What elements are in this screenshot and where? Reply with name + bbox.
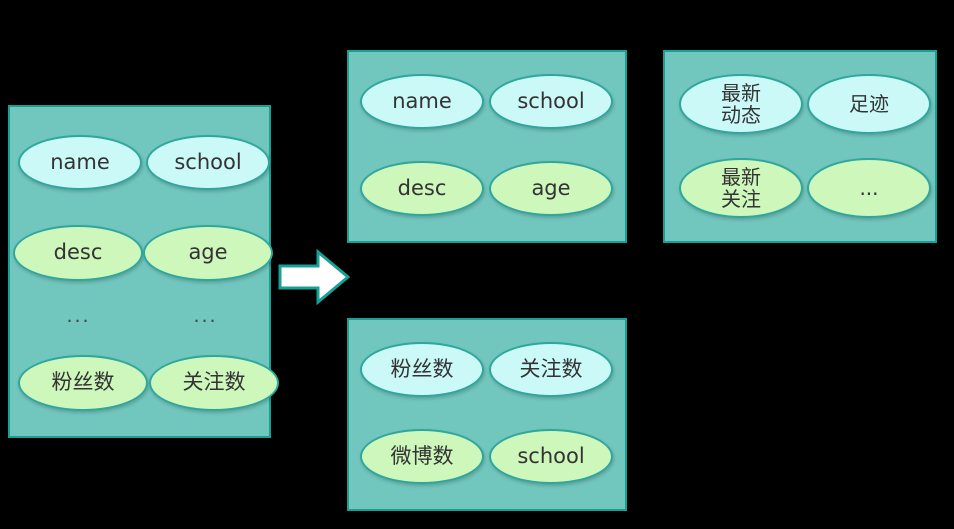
attribute-node-follow-count[interactable]: 关注数 bbox=[489, 342, 613, 397]
attribute-node-school[interactable]: school bbox=[146, 135, 270, 190]
attribute-node-label: 最新 动态 bbox=[721, 80, 761, 127]
attribute-node-label: 粉丝数 bbox=[51, 370, 115, 395]
ellipsis-marker-right: ... bbox=[193, 305, 218, 327]
attribute-node-latest-follow[interactable]: 最新 关注 bbox=[679, 158, 803, 218]
attribute-node-age[interactable]: age bbox=[489, 161, 613, 216]
attribute-node-label: ... bbox=[859, 175, 879, 200]
attribute-node-label: name bbox=[392, 88, 452, 113]
attribute-node-name[interactable]: name bbox=[18, 135, 142, 190]
attribute-node-label: 微博数 bbox=[390, 443, 454, 468]
group-box-split-group-1[interactable]: name school desc age bbox=[347, 50, 627, 243]
attribute-node-desc[interactable]: desc bbox=[360, 161, 484, 216]
attribute-node-fans-count[interactable]: 粉丝数 bbox=[18, 355, 148, 411]
attribute-node-label: 关注数 bbox=[519, 356, 583, 381]
attribute-node-label: 足迹 bbox=[849, 91, 889, 116]
ellipsis-marker-left: ... bbox=[66, 305, 91, 327]
attribute-node-label: school bbox=[517, 88, 585, 113]
attribute-node-label: 最新 关注 bbox=[721, 164, 761, 211]
attribute-node-school[interactable]: school bbox=[489, 429, 613, 484]
attribute-node-name[interactable]: name bbox=[360, 74, 484, 129]
attribute-node-age[interactable]: age bbox=[143, 225, 273, 281]
attribute-node-label: school bbox=[174, 149, 242, 174]
attribute-node-label: name bbox=[50, 149, 110, 174]
attribute-node-label: desc bbox=[397, 175, 447, 200]
attribute-node-label: 粉丝数 bbox=[390, 356, 454, 381]
attribute-node-label: desc bbox=[53, 240, 103, 265]
attribute-node-label: age bbox=[531, 175, 571, 200]
group-box-split-group-3[interactable]: 粉丝数 关注数 微博数 school bbox=[347, 318, 627, 511]
attribute-node-weibo-count[interactable]: 微博数 bbox=[360, 429, 484, 484]
attribute-node-label: age bbox=[188, 240, 228, 265]
attribute-node-fans-count[interactable]: 粉丝数 bbox=[360, 342, 484, 397]
attribute-node-desc[interactable]: desc bbox=[13, 225, 143, 281]
attribute-node-follow-count[interactable]: 关注数 bbox=[149, 355, 279, 411]
right-arrow-icon bbox=[278, 247, 351, 307]
attribute-node-footprint[interactable]: 足迹 bbox=[807, 74, 931, 134]
group-box-source-entity[interactable]: name school desc age ... ... 粉丝数 关注数 bbox=[8, 105, 279, 438]
attribute-node-school[interactable]: school bbox=[489, 74, 613, 129]
attribute-node-label: 关注数 bbox=[182, 370, 246, 395]
attribute-node-label: school bbox=[517, 443, 585, 468]
attribute-node-latest-activity[interactable]: 最新 动态 bbox=[679, 74, 803, 134]
group-box-split-group-2[interactable]: 最新 动态 足迹 最新 关注 ... bbox=[663, 50, 937, 243]
attribute-node-more[interactable]: ... bbox=[807, 158, 931, 218]
